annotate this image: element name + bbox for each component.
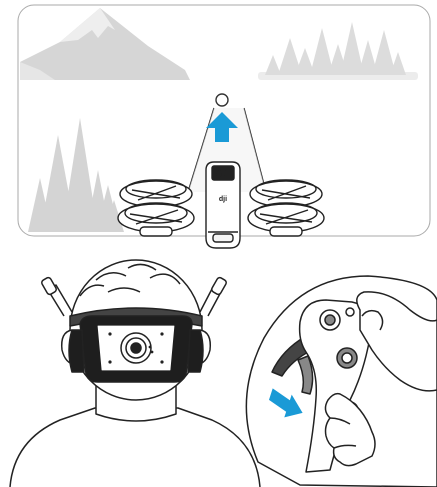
goggles-dial-icon: [121, 333, 151, 363]
controller-zoom-bubble: [246, 276, 437, 487]
drone-display-text: 4:5: [217, 170, 230, 178]
flight-view-panel: 4:5 dji: [18, 5, 430, 248]
pilot-with-goggles: [10, 260, 260, 487]
goggles-antenna-right: [200, 277, 227, 316]
goggles-antenna-left: [41, 277, 72, 316]
circle-marker-icon: [216, 94, 228, 106]
drone-logo: dji: [219, 196, 227, 203]
drone-body: 4:5: [206, 162, 240, 248]
